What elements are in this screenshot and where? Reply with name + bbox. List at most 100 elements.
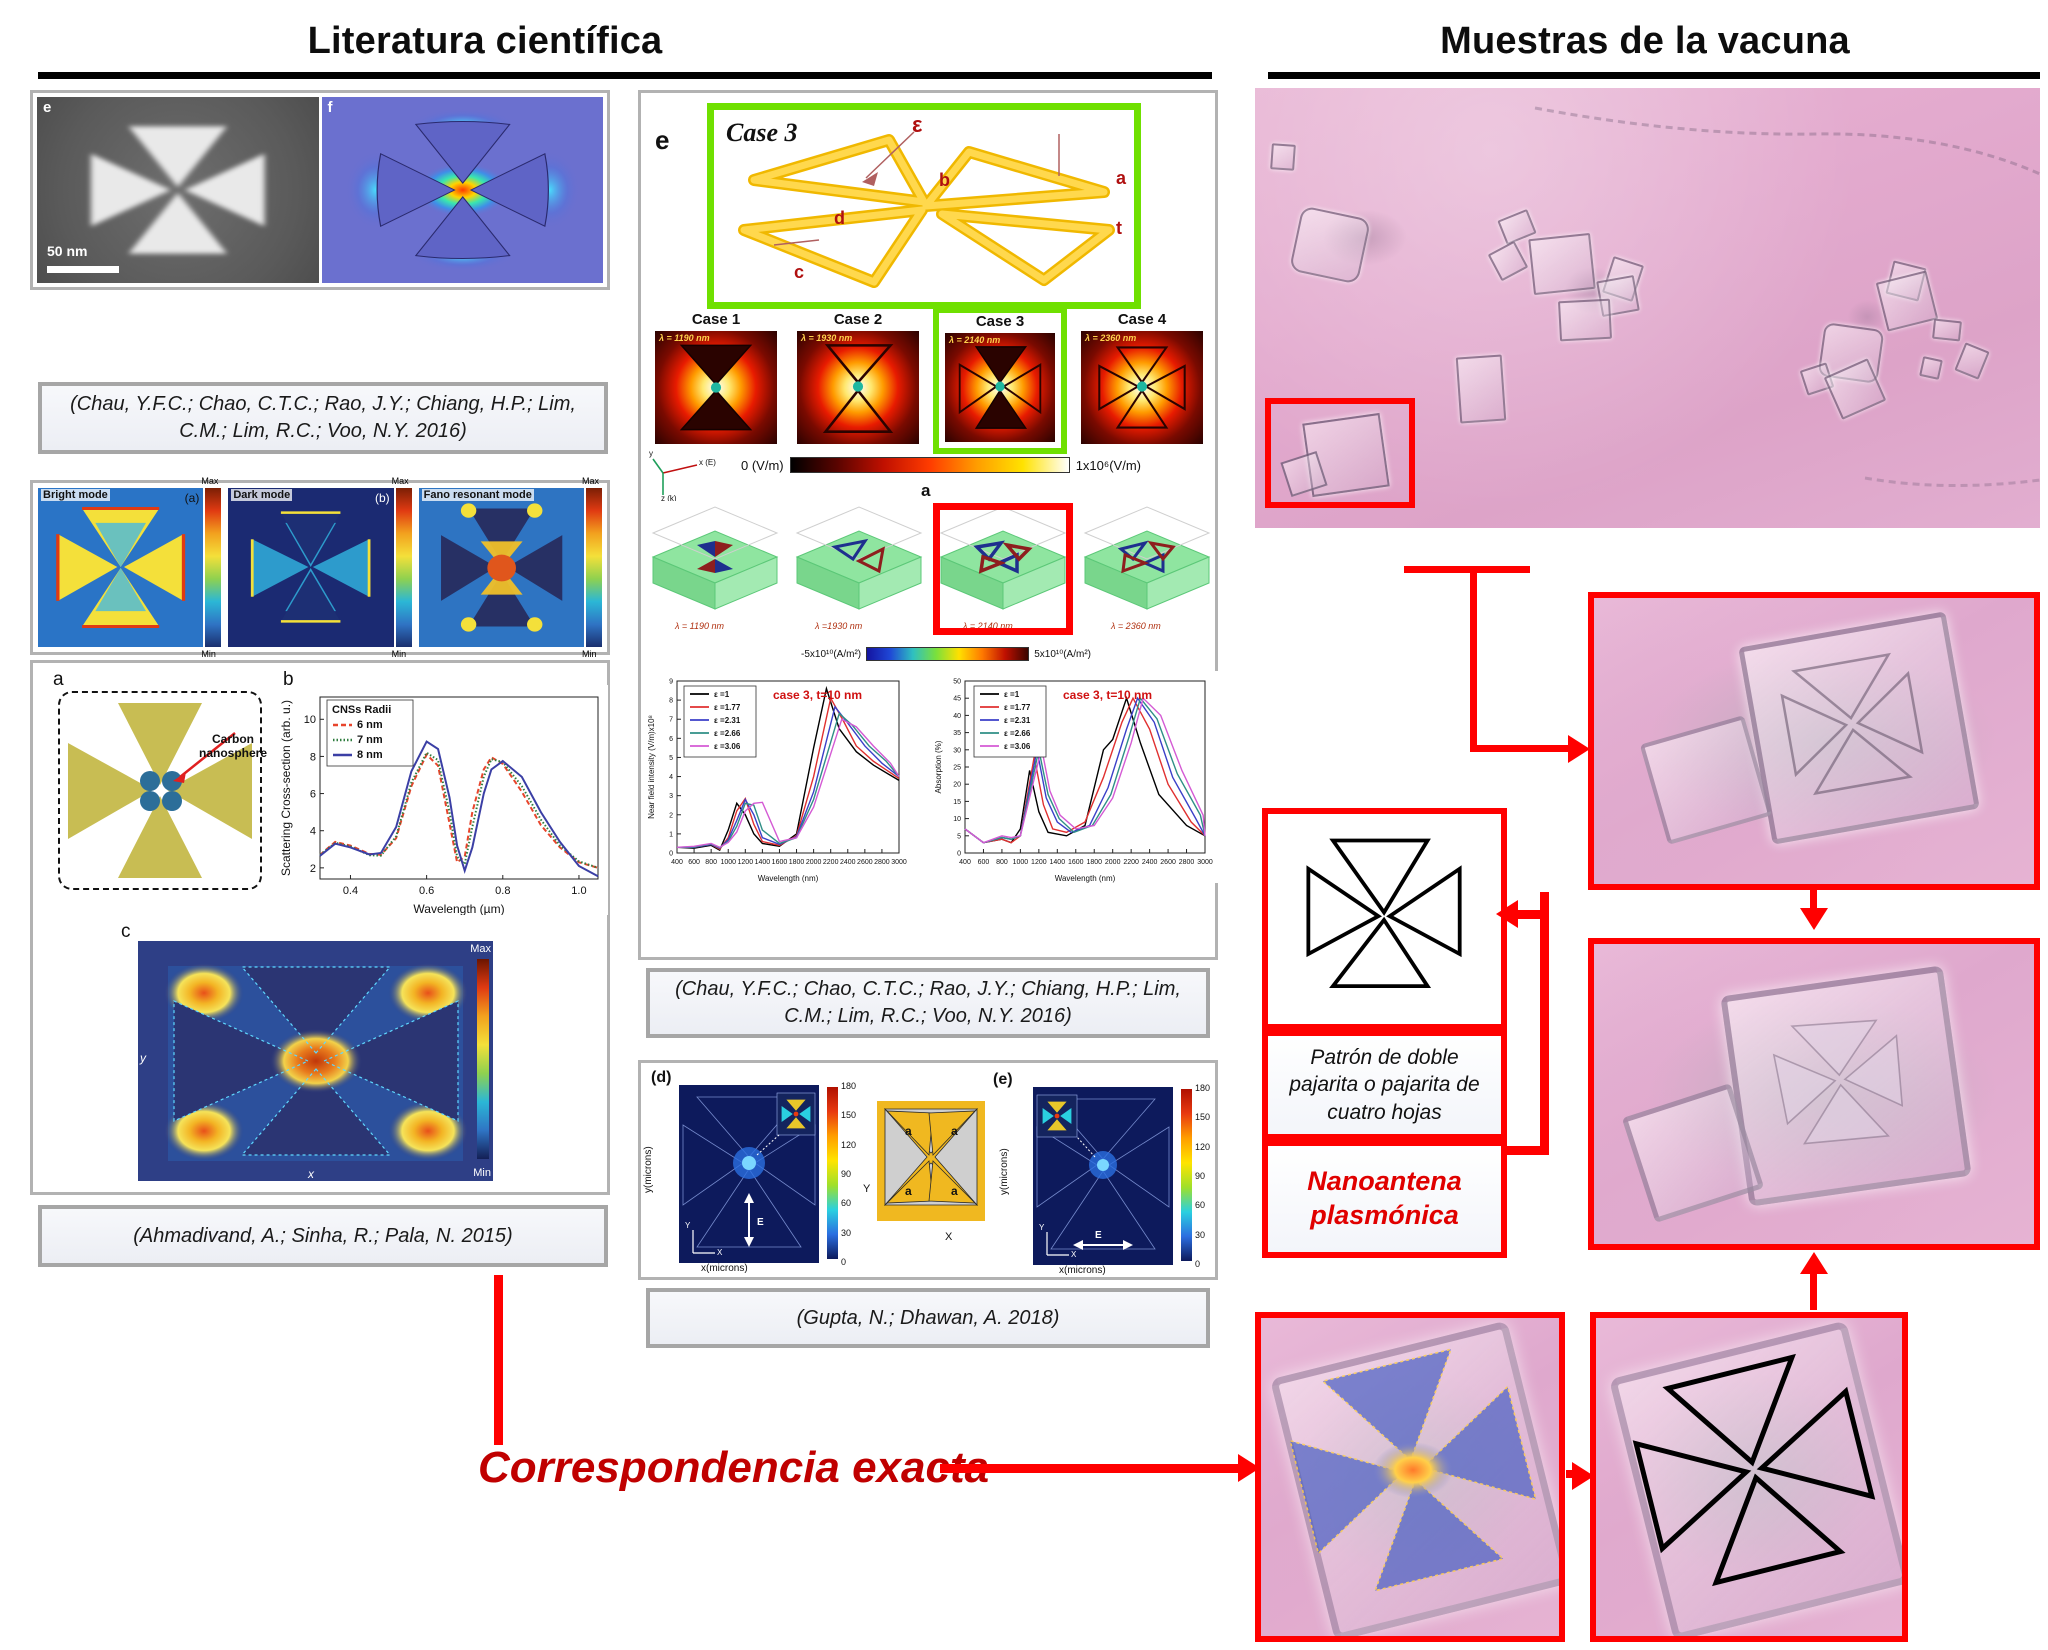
svg-text:0.4: 0.4 bbox=[343, 885, 358, 897]
gupta-schematic: a a a a bbox=[877, 1101, 985, 1221]
svg-text:600: 600 bbox=[688, 859, 700, 866]
svg-text:1000: 1000 bbox=[720, 859, 736, 866]
svg-text:7: 7 bbox=[669, 717, 673, 724]
match-connector-to-left-v bbox=[494, 1275, 503, 1445]
svg-text:λ = 2360 nm: λ = 2360 nm bbox=[1110, 621, 1161, 631]
cb-tick-150: 150 bbox=[841, 1110, 857, 1121]
crystal bbox=[1487, 240, 1529, 282]
connector-bottom-to-zoom2 bbox=[1810, 1268, 1817, 1310]
overlay-pair-arrow bbox=[1572, 1462, 1594, 1490]
citation-ahmadivand: (Ahmadivand, A.; Sinha, R.; Pala, N. 201… bbox=[38, 1205, 608, 1267]
svg-text:1800: 1800 bbox=[789, 859, 805, 866]
svg-text:3000: 3000 bbox=[1197, 859, 1213, 866]
case-field-maps-row: Case 1 λ = 1190 nm Case 2 bbox=[649, 307, 1209, 454]
svg-text:2200: 2200 bbox=[823, 859, 839, 866]
svg-text:z (k): z (k) bbox=[661, 494, 677, 501]
jfield-cb-max-label: 5x10¹⁰(A/m²) bbox=[1034, 648, 1091, 660]
bowtie-schematic bbox=[58, 691, 262, 890]
field-simulation-image: f bbox=[321, 97, 603, 283]
mode-maps-panel: Bright mode (a) Max Min bbox=[30, 476, 610, 659]
overlay-pair-arrow-stem bbox=[1566, 1470, 1576, 1478]
connector-zoom1-zoom2 bbox=[1810, 890, 1817, 912]
cb2-tick-30: 30 bbox=[1195, 1229, 1206, 1240]
current-density-slab-row: λ = 1190 nm λ =1930 nm bbox=[643, 497, 1219, 647]
right-title-rule bbox=[1268, 72, 2040, 79]
crystal bbox=[1932, 318, 1962, 342]
svg-text:0.8: 0.8 bbox=[495, 885, 510, 897]
crystal bbox=[1288, 205, 1372, 285]
left-title-rule bbox=[38, 72, 1212, 79]
svg-text:40: 40 bbox=[953, 713, 961, 720]
case-3-wavelength: λ = 2140 nm bbox=[949, 335, 1001, 345]
match-arrow bbox=[1238, 1454, 1260, 1482]
svg-text:ε =2.66: ε =2.66 bbox=[1004, 729, 1031, 738]
cb2-tick-90: 90 bbox=[1195, 1170, 1206, 1181]
gupta-map-d: E Y X bbox=[679, 1085, 819, 1263]
citation-chau-2016-mid: (Chau, Y.F.C.; Chao, C.T.C.; Rao, J.Y.; … bbox=[646, 968, 1210, 1038]
svg-text:25: 25 bbox=[953, 765, 961, 772]
micrograph-selection-box[interactable] bbox=[1265, 398, 1415, 508]
jfield-colorbar bbox=[866, 647, 1030, 661]
dark-mode-title: Dark mode bbox=[231, 489, 293, 501]
sem-simulation-panel: e 50 nm bbox=[30, 90, 610, 290]
cb-min-2: Min bbox=[391, 649, 407, 659]
svg-text:λ = 1190 nm: λ = 1190 nm bbox=[674, 621, 725, 631]
field-map-cb-min: Min bbox=[473, 1167, 491, 1179]
crystal bbox=[1875, 270, 1939, 332]
citation-gupta: (Gupta, N.; Dhawan, A. 2018) bbox=[646, 1288, 1210, 1348]
connector-sel-to-zoom1-v bbox=[1470, 566, 1477, 752]
cb-min-3: Min bbox=[581, 649, 597, 659]
svg-text:X: X bbox=[1071, 1250, 1077, 1259]
case-2-wavelength: λ = 1930 nm bbox=[801, 333, 853, 343]
svg-text:50: 50 bbox=[953, 679, 961, 686]
svg-text:case 3, t=10 nm: case 3, t=10 nm bbox=[1063, 688, 1152, 702]
svg-text:Near field intensity (V/m)x10⁸: Near field intensity (V/m)x10⁸ bbox=[647, 715, 656, 819]
gupta-e-ylabel: y(microns) bbox=[999, 1148, 1010, 1195]
svg-text:2: 2 bbox=[669, 812, 673, 819]
nanoantenna-label: Nanoantena plasmónica bbox=[1307, 1166, 1462, 1230]
svg-text:ε =2.66: ε =2.66 bbox=[714, 729, 741, 738]
case-2-field-map: λ = 1930 nm bbox=[797, 331, 919, 444]
field-map-cb-max: Max bbox=[470, 943, 491, 955]
slab-case-2: λ =1930 nm bbox=[787, 497, 931, 647]
svg-text:3: 3 bbox=[669, 793, 673, 800]
efield-colorbar-row: 0 (V/m) 1x10⁶(V/m) bbox=[741, 455, 1141, 475]
svg-text:2400: 2400 bbox=[1142, 859, 1158, 866]
gupta-panel: (d) (e) E bbox=[638, 1060, 1218, 1280]
svg-text:6: 6 bbox=[310, 789, 316, 801]
gupta-colorbar-e-ticks: 180 150 120 90 60 30 0 bbox=[1195, 1083, 1223, 1269]
cb-max-2: Max bbox=[391, 476, 409, 486]
svg-text:a: a bbox=[951, 1124, 958, 1138]
connector-arrow-bottom-to-zoom2 bbox=[1800, 1252, 1828, 1274]
scale-bar-label: 50 nm bbox=[47, 243, 88, 259]
cb2-tick-0: 0 bbox=[1195, 1258, 1201, 1269]
svg-text:35: 35 bbox=[953, 730, 961, 737]
svg-text:5: 5 bbox=[957, 833, 961, 840]
svg-text:a: a bbox=[905, 1124, 912, 1138]
svg-text:1400: 1400 bbox=[1050, 859, 1066, 866]
svg-text:2600: 2600 bbox=[1160, 859, 1176, 866]
svg-text:ε =1.77: ε =1.77 bbox=[714, 703, 741, 712]
connector-arrow-zoom1-zoom2 bbox=[1800, 908, 1828, 930]
cns-label-a: a bbox=[53, 669, 64, 690]
svg-text:E: E bbox=[1095, 1230, 1102, 1241]
svg-text:1400: 1400 bbox=[755, 859, 771, 866]
gupta-schematic-axis-x: X bbox=[945, 1231, 953, 1243]
field-label-f: f bbox=[327, 99, 333, 116]
cb2-tick-60: 60 bbox=[1195, 1200, 1206, 1211]
svg-text:2000: 2000 bbox=[806, 859, 822, 866]
scale-bar bbox=[47, 266, 119, 273]
svg-text:8 nm: 8 nm bbox=[357, 749, 383, 761]
svg-text:400: 400 bbox=[671, 859, 683, 866]
svg-text:20: 20 bbox=[953, 782, 961, 789]
svg-text:ε =1.77: ε =1.77 bbox=[1004, 703, 1031, 712]
dim-label-c: c bbox=[794, 262, 805, 282]
svg-text:y: y bbox=[649, 449, 653, 458]
connector-sel-to-zoom1-h2 bbox=[1470, 745, 1570, 752]
crystal-zoom-1 bbox=[1588, 592, 2040, 890]
dark-mode-map: Dark mode (b) bbox=[228, 488, 394, 647]
svg-text:Y: Y bbox=[685, 1221, 691, 1230]
gupta-map-e: E Y X bbox=[1033, 1087, 1173, 1265]
field-map-axis-y: y bbox=[140, 1051, 146, 1065]
svg-text:Scattering Cross-section (arb.: Scattering Cross-section (arb. u.) bbox=[279, 700, 293, 876]
